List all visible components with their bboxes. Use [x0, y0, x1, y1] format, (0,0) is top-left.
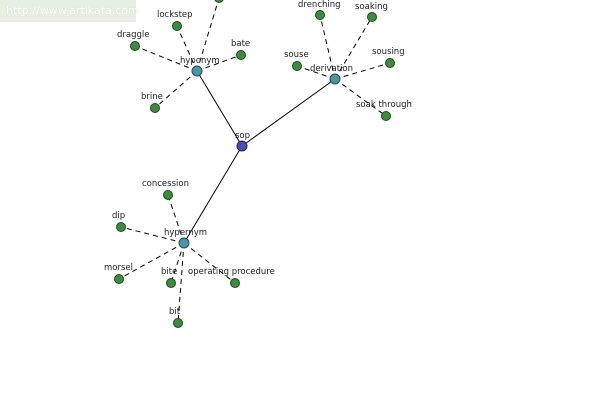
root-node-sop[interactable] — [236, 140, 248, 152]
edge-hypernym-dip — [120, 226, 185, 244]
leaf-label-bate: bate — [231, 39, 250, 49]
edge-derivation-drenching — [319, 14, 336, 80]
edge-sop-derivation — [241, 78, 336, 147]
watermark-url: http://www.artikata.com — [0, 0, 139, 22]
leaf-label-dip: dip — [112, 211, 125, 221]
edge-derivation-soak-through — [334, 78, 387, 117]
edge-sop-hyponym — [196, 70, 243, 147]
leaf-label-brine: brine — [141, 92, 163, 102]
leaf-node-souse[interactable] — [292, 61, 302, 71]
leaf-node-lockstep[interactable] — [172, 21, 182, 31]
labels-layer: lockstep draggle bate brine hyponym drenching… — [104, 0, 412, 317]
leaf-node-morsel[interactable] — [114, 274, 124, 284]
edge-derivation-soaking — [334, 16, 373, 80]
edge-hyponym-brine — [154, 70, 198, 109]
leaf-node-soaking[interactable] — [367, 12, 377, 22]
edge-hyponym-offscreen — [196, 0, 219, 72]
leaf-node-bite[interactable] — [166, 278, 176, 288]
leaf-label-soaking: soaking — [355, 2, 388, 12]
leaf-label-sousing: sousing — [372, 47, 405, 57]
edge-hypernym-bit — [177, 242, 185, 324]
leaf-label-lockstep: lockstep — [157, 10, 193, 20]
leaf-node-operating-procedure[interactable] — [230, 278, 240, 288]
leaf-label-soak-through: soak through — [356, 100, 412, 110]
edge-derivation-sousing — [334, 62, 391, 80]
leaf-node-bate[interactable] — [236, 50, 246, 60]
leaf-label-draggle: draggle — [117, 30, 149, 40]
leaf-node-offscreen — [214, 0, 224, 3]
leaf-node-concession[interactable] — [163, 190, 173, 200]
edges-layer — [118, 0, 391, 324]
leaf-label-drenching: drenching — [298, 0, 341, 10]
edge-sop-hypernym — [183, 145, 243, 244]
leaf-label-bit: bit — [169, 307, 181, 317]
relation-label-hyponym: hyponym — [180, 56, 220, 66]
leaf-label-morsel: morsel — [104, 263, 133, 273]
leaf-node-bit[interactable] — [173, 318, 183, 328]
leaf-node-draggle[interactable] — [130, 41, 140, 51]
leaf-label-souse: souse — [284, 50, 309, 60]
leaf-node-sousing[interactable] — [385, 58, 395, 68]
leaf-label-operating-procedure: operating procedure — [188, 267, 275, 277]
leaf-label-concession: concession — [142, 179, 189, 189]
edge-hyponym-draggle — [134, 45, 198, 72]
relation-node-hypernym[interactable] — [178, 237, 190, 249]
leaf-label-bite: bite — [161, 267, 177, 277]
relation-node-derivation[interactable] — [329, 73, 341, 85]
edge-hypernym-morsel — [118, 242, 185, 280]
edge-hypernym-bite — [170, 242, 185, 284]
relation-label-derivation: derivation — [310, 64, 353, 74]
relation-label-hypernym: hypernym — [164, 228, 207, 238]
nodes-layer — [114, 0, 395, 328]
edge-derivation-souse — [296, 65, 336, 80]
leaf-node-drenching[interactable] — [315, 10, 325, 20]
edge-hyponym-bate — [196, 54, 242, 72]
root-label: sop — [235, 131, 250, 141]
leaf-node-dip[interactable] — [116, 222, 126, 232]
leaf-node-soak-through[interactable] — [381, 111, 391, 121]
relation-node-hyponym[interactable] — [191, 65, 203, 77]
leaf-node-brine[interactable] — [150, 103, 160, 113]
edge-hypernym-operating-procedure — [183, 242, 236, 284]
